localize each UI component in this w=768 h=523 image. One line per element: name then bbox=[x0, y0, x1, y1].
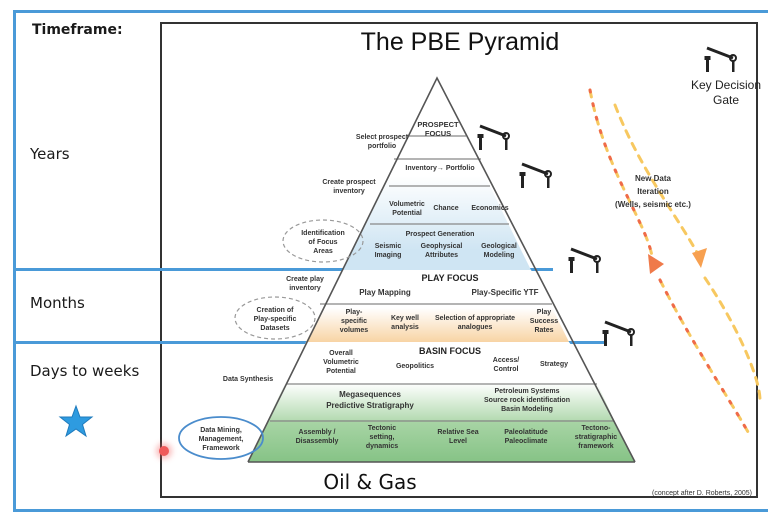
timeframe-months: Months bbox=[30, 294, 85, 312]
prospect-focus-heading: PROSPECT FOCUS bbox=[413, 120, 463, 138]
tectono-stratigraphic-label: Tectono-stratigraphic framework bbox=[574, 425, 618, 450]
iteration-arrow-right-upper bbox=[613, 103, 702, 260]
iteration-arrow-dots bbox=[588, 88, 654, 258]
inventory-portfolio-label: Inventory→ Portfolio bbox=[405, 165, 475, 172]
megasequences-line: Megasequences bbox=[339, 390, 401, 399]
basin-band-top bbox=[285, 342, 597, 383]
cursor-indicator bbox=[159, 446, 169, 456]
megasequences-label: Megasequences Predictive Stratigraphy bbox=[325, 389, 415, 411]
focus-areas-label: Identification of Focus Areas bbox=[301, 230, 345, 255]
data-mining-ellipse bbox=[178, 416, 264, 460]
gate-icon bbox=[602, 320, 635, 346]
play-mapping-label: Play Mapping bbox=[359, 288, 411, 297]
predictive-stratigraphy-line: Predictive Stratigraphy bbox=[326, 401, 414, 410]
iteration-arrow-dots bbox=[658, 278, 750, 434]
iteration-label: New Data Iteration (Wells, seismic etc.) bbox=[608, 172, 698, 211]
assembly-label: Assembly / Disassembly bbox=[295, 429, 339, 445]
create-play-inventory-label: Create play inventory bbox=[286, 276, 324, 292]
arrowhead-right bbox=[692, 248, 707, 268]
pyramid-outline bbox=[247, 76, 636, 463]
prospect-heading-line1: PROSPECT bbox=[417, 120, 459, 129]
source-rock-line: Source rock identification bbox=[484, 397, 570, 404]
data-synthesis-label: Data Synthesis bbox=[222, 376, 274, 383]
timeframe-title: Timeframe: bbox=[32, 22, 123, 38]
timeframe-years: Years bbox=[30, 145, 70, 163]
gate-icon bbox=[519, 162, 552, 188]
gate-icon bbox=[568, 247, 601, 273]
play-specific-ytf-label: Play-Specific YTF bbox=[471, 288, 539, 297]
data-mining-label: Data Mining, Management, Framework bbox=[198, 427, 244, 452]
overall-volumetric-label: Overall Volumetric Potential bbox=[323, 350, 359, 375]
key-well-analysis-label: Key well analysis bbox=[390, 315, 419, 331]
star-icon bbox=[58, 404, 94, 438]
iteration-arrows bbox=[588, 88, 762, 434]
basin-modeling-line: Basin Modeling bbox=[501, 406, 553, 413]
petroleum-systems-label: Petroleum Systems Source rock identifica… bbox=[478, 387, 576, 414]
play-datasets-label: Creation of Play-specific Datasets bbox=[253, 307, 297, 332]
geological-modeling-label: Geological Modeling bbox=[481, 243, 517, 259]
iteration-line1: New Data bbox=[634, 174, 671, 183]
iteration-arrow-right-lower bbox=[703, 276, 762, 402]
gate-icon bbox=[477, 124, 510, 150]
play-band-top bbox=[323, 270, 552, 308]
prospect-band bbox=[389, 78, 485, 176]
basin-focus-heading: BASIN FOCUS bbox=[418, 346, 481, 356]
gate-legend-line1: Key Decision bbox=[690, 78, 762, 92]
focus-areas-ellipse bbox=[282, 219, 364, 263]
gate-legend-line2: Gate bbox=[712, 93, 739, 107]
chance-label: Chance bbox=[433, 205, 459, 212]
geopolitics-label: Geopolitics bbox=[395, 363, 435, 370]
gate-legend-label: Key Decision Gate bbox=[676, 78, 768, 108]
relative-sea-level-label: Relative Sea Level bbox=[437, 429, 479, 445]
tectonic-setting-label: Tectonic setting, dynamics bbox=[365, 425, 399, 450]
iteration-line3: (Wells, seismic etc.) bbox=[615, 200, 691, 209]
gate-icon-legend bbox=[704, 46, 737, 72]
play-specific-volumes-label: Play-specific volumes bbox=[339, 309, 369, 334]
timeframe-days-to-weeks: Days to weeks bbox=[30, 362, 140, 380]
create-inventory-label: Create prospect inventory bbox=[322, 179, 376, 195]
geophysical-attributes-label: Geophysical Attributes bbox=[420, 243, 463, 259]
strategy-label: Strategy bbox=[539, 361, 568, 368]
economics-label: Economics bbox=[471, 205, 509, 212]
play-band bbox=[306, 308, 569, 342]
prospect-generation-band bbox=[343, 250, 531, 270]
volumetric-potential-label: Volumetric Potential bbox=[389, 201, 425, 217]
petroleum-systems-line: Petroleum Systems bbox=[494, 388, 560, 395]
play-datasets-ellipse bbox=[234, 296, 316, 340]
access-control-label: Access/ Control bbox=[492, 357, 520, 373]
play-focus-heading: PLAY FOCUS bbox=[421, 273, 479, 283]
paleolatitude-label: Paleolatitude Paleoclimate bbox=[504, 429, 548, 445]
prospect-generation-label: Prospect Generation bbox=[405, 231, 475, 238]
prospect-heading-line2: FOCUS bbox=[424, 129, 452, 138]
arrowhead-left bbox=[648, 254, 664, 274]
oil-gas-label: Oil & Gas bbox=[323, 470, 417, 494]
select-portfolio-label: Select prospect portfolio bbox=[355, 134, 409, 150]
basin-band bbox=[268, 383, 614, 420]
seismic-imaging-label: Seismic Imaging bbox=[374, 243, 402, 259]
credit-text: (concept after D. Roberts, 2005) bbox=[652, 490, 752, 497]
iteration-line2: Iteration bbox=[637, 187, 669, 196]
play-success-rates-label: Play Success Rates bbox=[529, 309, 559, 334]
analogues-label: Selection of appropriate analogues bbox=[434, 315, 516, 331]
prospect-band-lower bbox=[353, 176, 521, 250]
timeframe-frame bbox=[13, 10, 768, 512]
iteration-arrow-left-lower bbox=[658, 278, 750, 434]
basin-deep-band bbox=[248, 420, 635, 462]
diagram-title: The PBE Pyramid bbox=[360, 28, 560, 56]
